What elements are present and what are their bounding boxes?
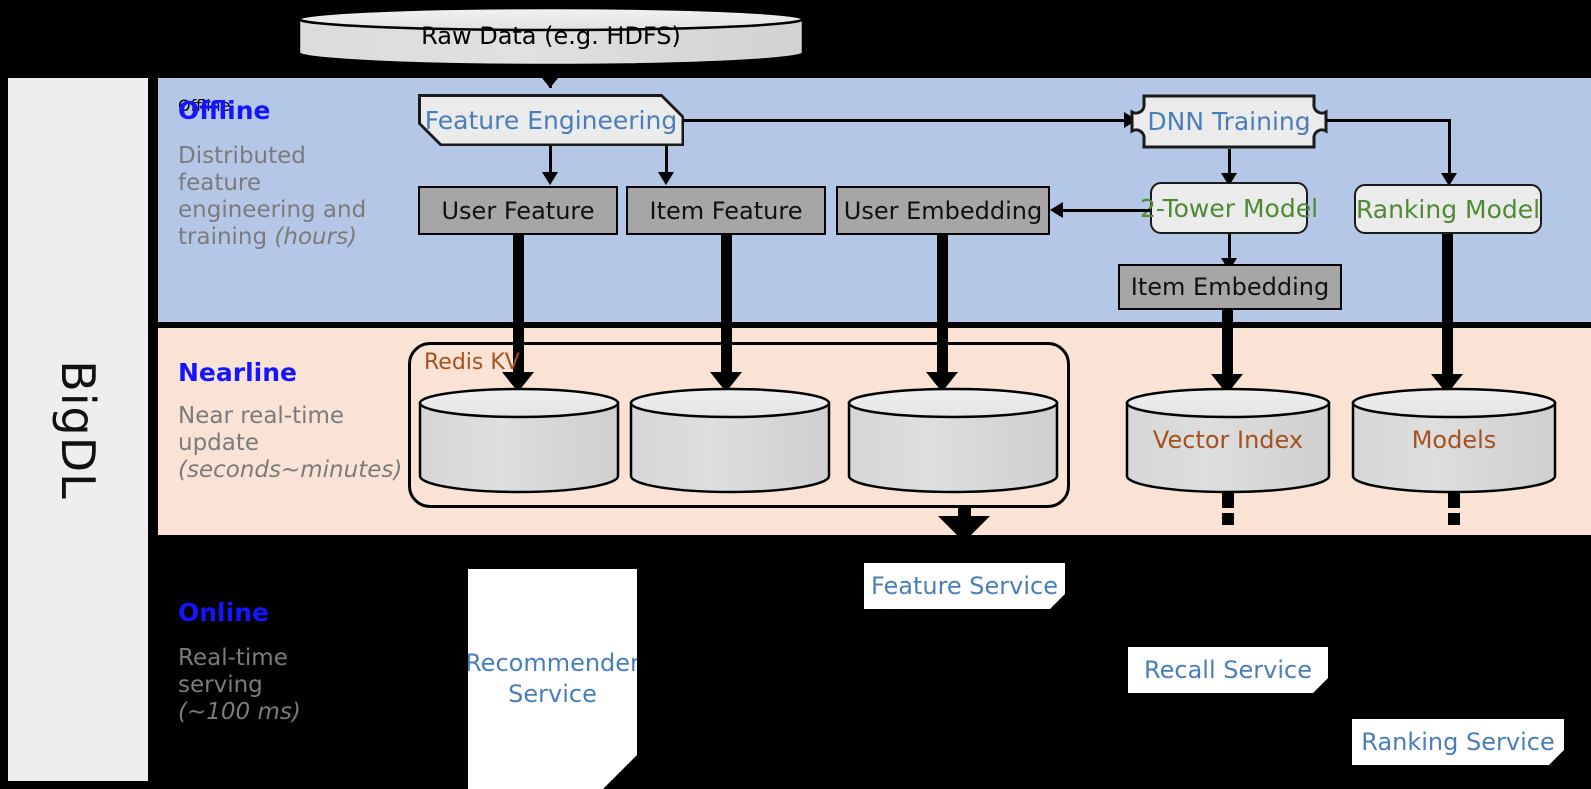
online-title: Online xyxy=(178,598,269,627)
recommender-service-line2: Service xyxy=(508,680,597,708)
stub-models-2 xyxy=(1448,513,1460,525)
arrowhead-item-feature-to-store xyxy=(710,372,742,392)
nearline-subtitle: Near real-time update (seconds~minutes) xyxy=(178,403,418,484)
connector-dnn-to-ranking-v xyxy=(1448,119,1451,177)
feature-service-label: Feature Service xyxy=(870,571,1059,600)
nearline-sub-l2: update xyxy=(178,430,260,457)
raw-data-label: Raw Data (e.g. HDFS) xyxy=(421,22,681,50)
pipe-user-embedding-to-store xyxy=(937,235,948,380)
connector-fe-to-item-feature xyxy=(665,146,668,176)
offline-sub-l4: training xyxy=(178,224,275,251)
stub-vector-index-1 xyxy=(1222,492,1234,508)
recall-service-card[interactable]: Recall Service xyxy=(1128,647,1328,693)
pipe-ranking-model-to-models xyxy=(1442,234,1453,382)
recommender-service-label: Recommender Service xyxy=(465,648,640,710)
user-feature-label: User Feature xyxy=(441,196,595,225)
online-sub-l2: serving xyxy=(178,672,263,699)
pipe-user-feature-to-store xyxy=(513,235,524,380)
offline-title: Offline xyxy=(178,96,231,115)
arrowhead-2tower-to-userembedding xyxy=(1050,202,1063,218)
bigdl-framework-rail: BigDL xyxy=(8,78,148,781)
redis-kv-container xyxy=(408,342,1070,508)
arrowhead-dnn-to-ranking xyxy=(1441,173,1457,186)
user-feature-box[interactable]: User Feature xyxy=(418,186,618,235)
two-tower-model-label: 2-Tower Model xyxy=(1139,193,1319,223)
recommender-service-line1: Recommender xyxy=(465,648,640,677)
item-embedding-label: Item Embedding xyxy=(1130,273,1330,301)
feature-engineering-box[interactable]: Feature Engineering xyxy=(418,94,684,146)
connector-dnn-to-ranking-h xyxy=(1326,119,1450,122)
item-feature-box[interactable]: Item Feature xyxy=(626,186,826,235)
models-label: Models xyxy=(1411,426,1497,454)
vector-index-label: Vector Index xyxy=(1152,426,1304,454)
bigdl-label: BigDL xyxy=(51,359,105,500)
item-embedding-box[interactable]: Item Embedding xyxy=(1118,264,1342,310)
raw-data-cylinder: Raw Data (e.g. HDFS) xyxy=(296,6,806,66)
online-sub-em: (~100 ms) xyxy=(178,699,301,726)
recommender-service-card[interactable]: Recommender Service xyxy=(468,569,637,789)
offline-title-text: Offline xyxy=(178,96,271,125)
user-embedding-store-label xyxy=(846,386,1060,494)
ranking-service-label: Ranking Service xyxy=(1361,727,1555,756)
models-cylinder[interactable]: Models xyxy=(1350,386,1558,494)
nearline-sub-l1: Near real-time xyxy=(178,403,345,429)
connector-2tower-to-itememb xyxy=(1228,234,1231,262)
recall-service-label: Recall Service xyxy=(1144,655,1312,684)
arrowhead-user-embedding-to-store xyxy=(926,372,958,392)
item-feature-store-label xyxy=(628,386,832,494)
user-feature-store-label xyxy=(417,386,621,494)
offline-sub-em: (hours) xyxy=(274,224,358,251)
user-embedding-box[interactable]: User Embedding xyxy=(836,186,1050,235)
feature-engineering-label: Feature Engineering xyxy=(421,97,682,144)
connector-fe-to-user-feature xyxy=(549,146,552,176)
vector-index-cylinder[interactable]: Vector Index xyxy=(1124,386,1332,494)
stub-models-1 xyxy=(1448,492,1460,508)
connector-dnn-to-2tower xyxy=(1228,149,1231,177)
offline-sub-l2: feature xyxy=(178,170,262,197)
arrowhead-redis-to-feature-service xyxy=(938,516,990,542)
nearline-title: Nearline xyxy=(178,358,297,387)
redis-kv-label: Redis KV xyxy=(424,350,520,375)
pipe-item-feature-to-store xyxy=(721,235,732,380)
offline-subtitle: Distributed feature engineering and trai… xyxy=(178,143,388,252)
dnn-training-box[interactable]: DNN Training xyxy=(1130,94,1328,149)
user-embedding-label: User Embedding xyxy=(843,196,1043,225)
ranking-model-box[interactable]: Ranking Model xyxy=(1354,184,1542,234)
online-subtitle: Real-time serving (~100 ms) xyxy=(178,645,418,726)
online-sub-l1: Real-time xyxy=(178,645,288,671)
connector-2tower-to-userembedding xyxy=(1055,209,1150,212)
two-tower-model-box[interactable]: 2-Tower Model xyxy=(1140,182,1318,234)
ranking-model-label: Ranking Model xyxy=(1355,194,1541,224)
dnn-training-label: DNN Training xyxy=(1147,107,1311,136)
arrowhead-fe-to-user-feature xyxy=(542,172,558,185)
nearline-sub-em: (seconds~minutes) xyxy=(178,457,403,484)
item-feature-label: Item Feature xyxy=(649,196,803,225)
connector-fe-to-dnn xyxy=(684,119,1126,122)
arrowhead-user-feature-to-store xyxy=(502,372,534,392)
ranking-service-card[interactable]: Ranking Service xyxy=(1352,719,1564,765)
user-embedding-store-cylinder[interactable] xyxy=(846,386,1060,494)
item-feature-store-cylinder[interactable] xyxy=(628,386,832,494)
offline-sub-l1: Distributed xyxy=(178,143,306,169)
feature-service-card[interactable]: Feature Service xyxy=(864,563,1065,609)
arrowhead-fe-to-item-feature xyxy=(658,172,674,185)
arrowhead-rawdata-to-fe xyxy=(534,68,566,88)
stub-vector-index-2 xyxy=(1222,513,1234,525)
offline-sub-l3: engineering and xyxy=(178,197,367,224)
user-feature-store-cylinder[interactable] xyxy=(417,386,621,494)
pipe-item-embedding-to-vector-index xyxy=(1222,310,1233,382)
